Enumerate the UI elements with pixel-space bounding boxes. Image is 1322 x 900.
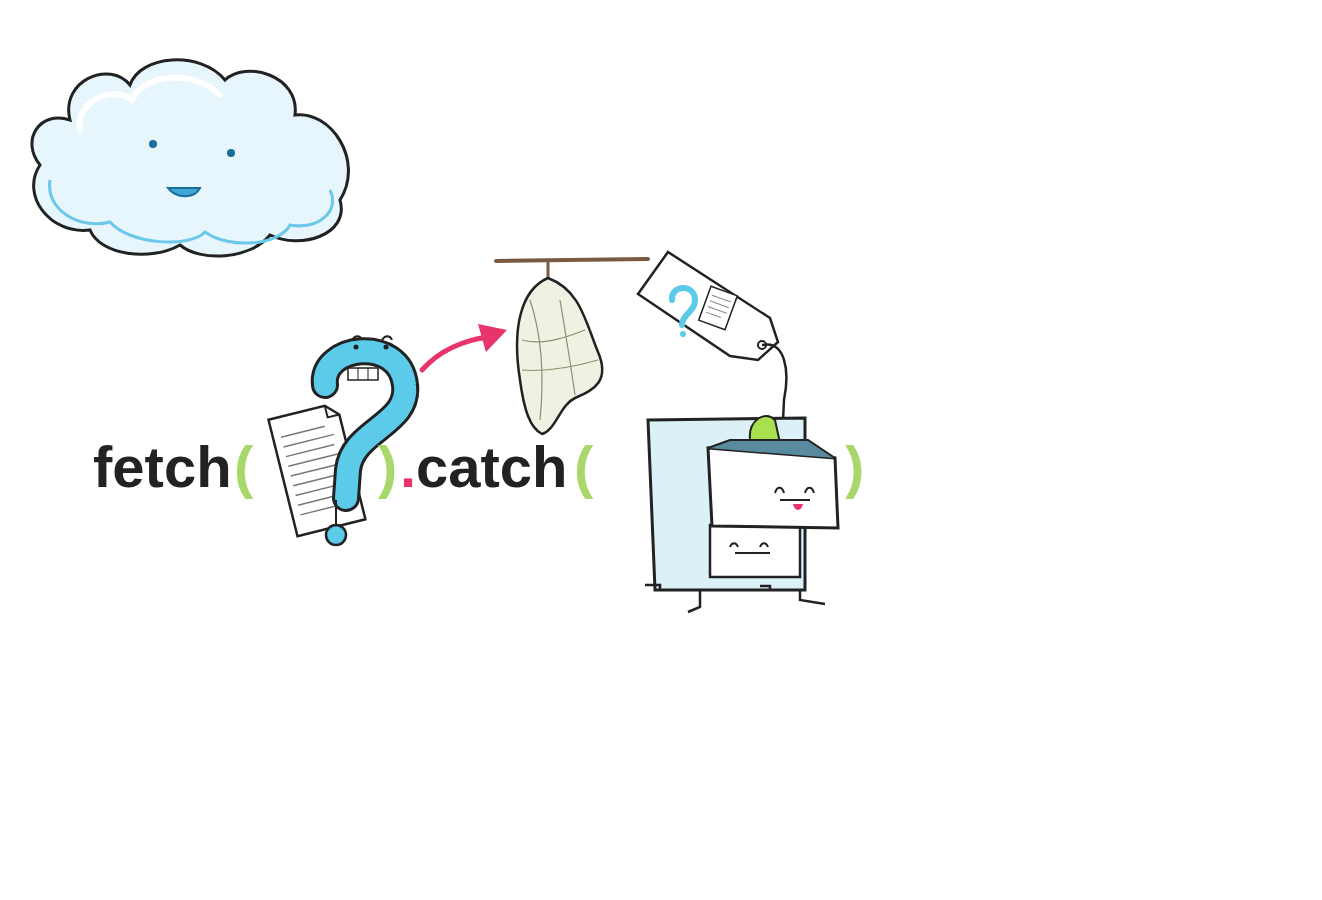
label-tag (638, 252, 786, 440)
question-mark-character (325, 336, 406, 545)
transform-arrow (422, 324, 507, 370)
open-paren: ( (574, 438, 593, 496)
chrysalis (496, 259, 648, 434)
cloud (32, 60, 349, 256)
close-paren: ) (845, 438, 864, 496)
filing-cabinet (645, 416, 838, 612)
method-name: catch (416, 438, 568, 496)
function-name: fetch (93, 438, 232, 496)
open-paren: ( (234, 438, 253, 496)
close-paren: ) (378, 438, 397, 496)
method-dot: . (400, 438, 416, 496)
